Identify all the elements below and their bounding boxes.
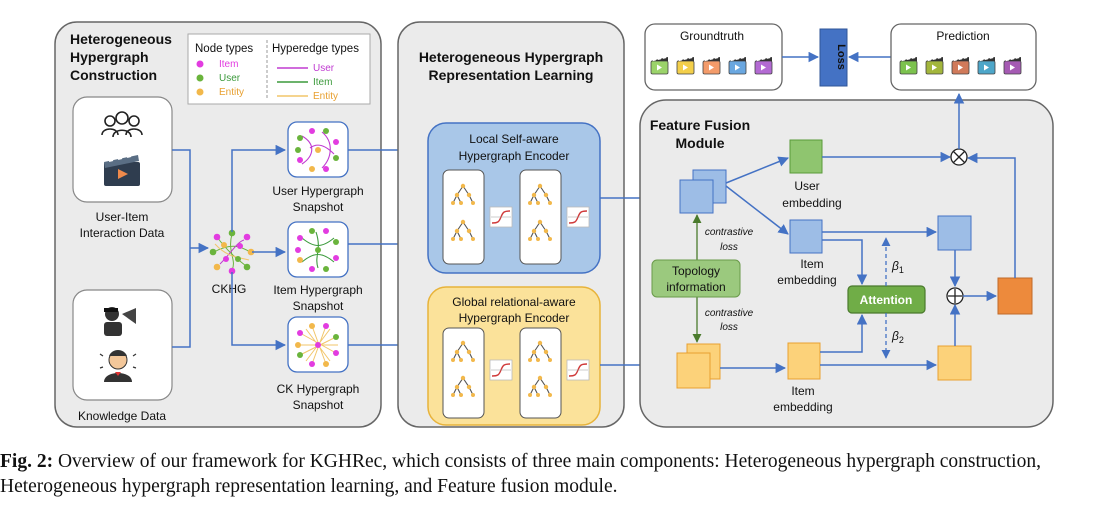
- local-embedding-stack: [679, 179, 714, 214]
- legend-entity-label: Entity: [219, 87, 244, 98]
- caption-text: Overview of our framework for KGHRec, wh…: [0, 451, 1041, 497]
- legend-item-dot: [196, 60, 204, 68]
- beta1-label: β1: [891, 259, 904, 275]
- weighted-global-item: [937, 345, 972, 381]
- user-embedding-label-2: embedding: [782, 196, 841, 210]
- contrastive-loss-2a: contrastive: [705, 308, 754, 319]
- panel3-title-2: Module: [676, 135, 725, 151]
- legend-entity-dot: [196, 88, 204, 96]
- legend-edge-entity-label: Entity: [313, 91, 338, 102]
- ckhg-graph: [209, 229, 255, 275]
- global-activation-1: [489, 359, 513, 381]
- item-embedding-label-3: Item: [791, 384, 814, 398]
- prediction-label: Prediction: [936, 29, 989, 43]
- item-embedding-label-1: Item: [800, 257, 823, 271]
- knowledge-data-label: Knowledge Data: [78, 409, 166, 423]
- snapshot1-label-1: User Hypergraph: [272, 184, 363, 198]
- global-embedding-stack: [676, 352, 711, 389]
- user-item-label-1: User-Item: [96, 210, 149, 224]
- legend-user-dot: [196, 74, 204, 82]
- director-icon: [104, 307, 136, 336]
- global-activation-2: [566, 359, 590, 381]
- snapshot3-label-2: Snapshot: [293, 398, 344, 412]
- caption-label: Fig. 2:: [0, 451, 54, 472]
- legend-user-label: User: [219, 73, 241, 84]
- legend-node-title: Node types: [195, 43, 253, 55]
- item-embedding-label-4: embedding: [773, 400, 832, 414]
- ckhg-label: CKHG: [212, 282, 247, 296]
- global-encoder-title-1: Global relational-aware: [452, 295, 576, 309]
- snapshot2-label-1: Item Hypergraph: [273, 283, 362, 297]
- user-item-label-2: Interaction Data: [80, 226, 165, 240]
- global-encoder-title-2: Hypergraph Encoder: [459, 311, 570, 325]
- groundtruth-label: Groundtruth: [680, 29, 744, 43]
- item-embedding-label-2: embedding: [777, 273, 836, 287]
- item-embedding-global: [787, 342, 821, 380]
- panel2-title-2: Representation Learning: [429, 67, 594, 83]
- snapshot1-label-2: Snapshot: [293, 200, 344, 214]
- loss-box: [819, 28, 848, 87]
- local-encoder-title-2: Hypergraph Encoder: [459, 149, 570, 163]
- contrastive-loss-1b: loss: [720, 242, 738, 253]
- local-activation-1: [489, 206, 513, 228]
- panel1-title-1: Heterogeneous: [70, 31, 172, 47]
- loss-label: Loss: [835, 44, 847, 70]
- knowledge-data-box: [72, 289, 173, 401]
- weighted-local-item: [937, 215, 972, 251]
- user-embedding-label-1: User: [794, 179, 819, 193]
- panel3-title-1: Feature Fusion: [650, 117, 750, 133]
- legend-edge-user-label: User: [313, 63, 335, 74]
- snapshot3-label-1: CK Hypergraph: [277, 382, 360, 396]
- figure-caption: Fig. 2: Overview of our framework for KG…: [0, 449, 1111, 499]
- topology-label-1: Topology: [672, 264, 720, 278]
- actor-icon: [99, 350, 137, 382]
- panel1-title-2: Hypergraph: [70, 49, 149, 65]
- users-icon: [101, 111, 143, 138]
- movie-clapper-icon: [104, 155, 140, 186]
- topology-info-box: [651, 259, 741, 298]
- multiply-operator: [950, 148, 968, 166]
- legend-item-label: Item: [219, 59, 238, 70]
- item-embedding-local: [789, 219, 823, 254]
- framework-diagram: Heterogeneous Hypergraph Construction No…: [54, 21, 1054, 428]
- beta2-label: β2: [891, 329, 904, 345]
- snapshot2-label-2: Snapshot: [293, 299, 344, 313]
- legend-box: [187, 33, 371, 105]
- topology-label-2: information: [666, 280, 725, 294]
- fusion-panel: [639, 99, 1054, 428]
- fused-item-embedding: [997, 277, 1033, 315]
- legend-edge-item-label: Item: [313, 77, 332, 88]
- contrastive-loss-1a: contrastive: [705, 227, 754, 238]
- user-embedding: [789, 139, 823, 174]
- panel2-title-1: Heterogeneous Hypergraph: [419, 49, 603, 65]
- sum-operator: [946, 287, 964, 305]
- local-activation-2: [566, 206, 590, 228]
- panel1-title-3: Construction: [70, 67, 157, 83]
- attention-label: Attention: [860, 293, 913, 307]
- contrastive-loss-2b: loss: [720, 322, 738, 333]
- local-encoder-title-1: Local Self-aware: [469, 132, 559, 146]
- legend-edge-title: Hyperedge types: [272, 43, 359, 55]
